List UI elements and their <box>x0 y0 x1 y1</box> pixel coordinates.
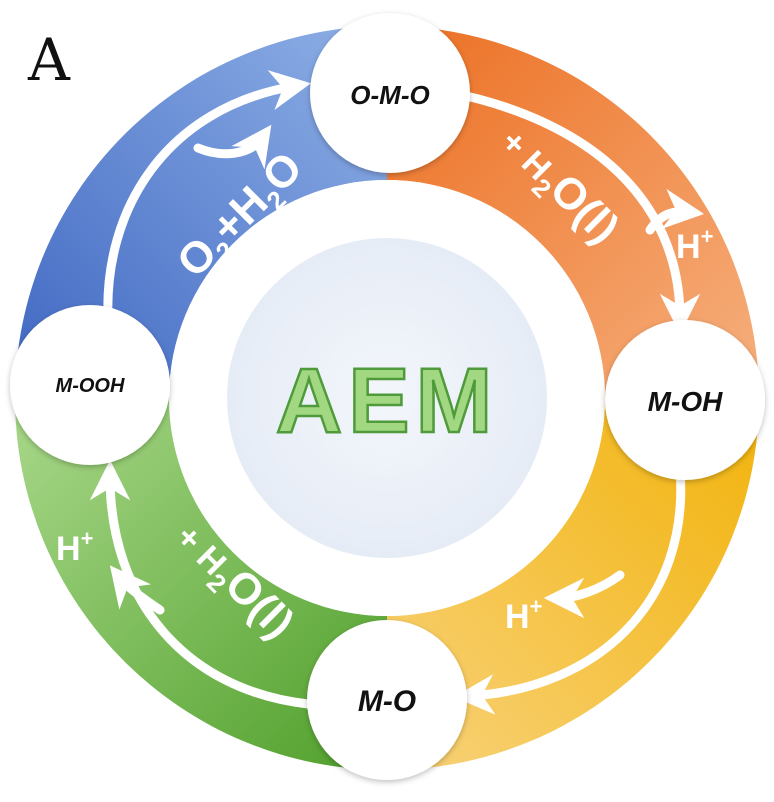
orange-flow-arrow <box>443 87 701 335</box>
yellow-product-label: H+ <box>505 594 542 636</box>
node-right-label: M-OH <box>648 386 723 417</box>
node-top-label: O-M-O <box>350 80 429 110</box>
green-release-arrow <box>109 565 165 615</box>
node-right-circle <box>605 320 765 480</box>
yellow-flow-arrow <box>453 465 686 715</box>
node-top-circle <box>310 13 470 173</box>
node-bottom-circle <box>307 620 467 780</box>
blue-flow-arrow <box>103 70 311 323</box>
center-disc <box>227 238 547 558</box>
green-product-label: H+ <box>56 526 93 568</box>
green-flow-arrow <box>89 459 313 709</box>
orange-release-arrow <box>645 188 705 235</box>
orange-product-label: H+ <box>676 224 713 266</box>
panel-label: A <box>27 26 71 94</box>
yellow-release-arrow <box>543 570 625 619</box>
center-label: AEM <box>276 350 498 452</box>
blue-release-arrow <box>193 124 272 170</box>
node-bottom-label: M-O <box>358 685 416 718</box>
node-left-circle <box>10 305 170 465</box>
node-left-label: M-OOH <box>56 375 125 397</box>
